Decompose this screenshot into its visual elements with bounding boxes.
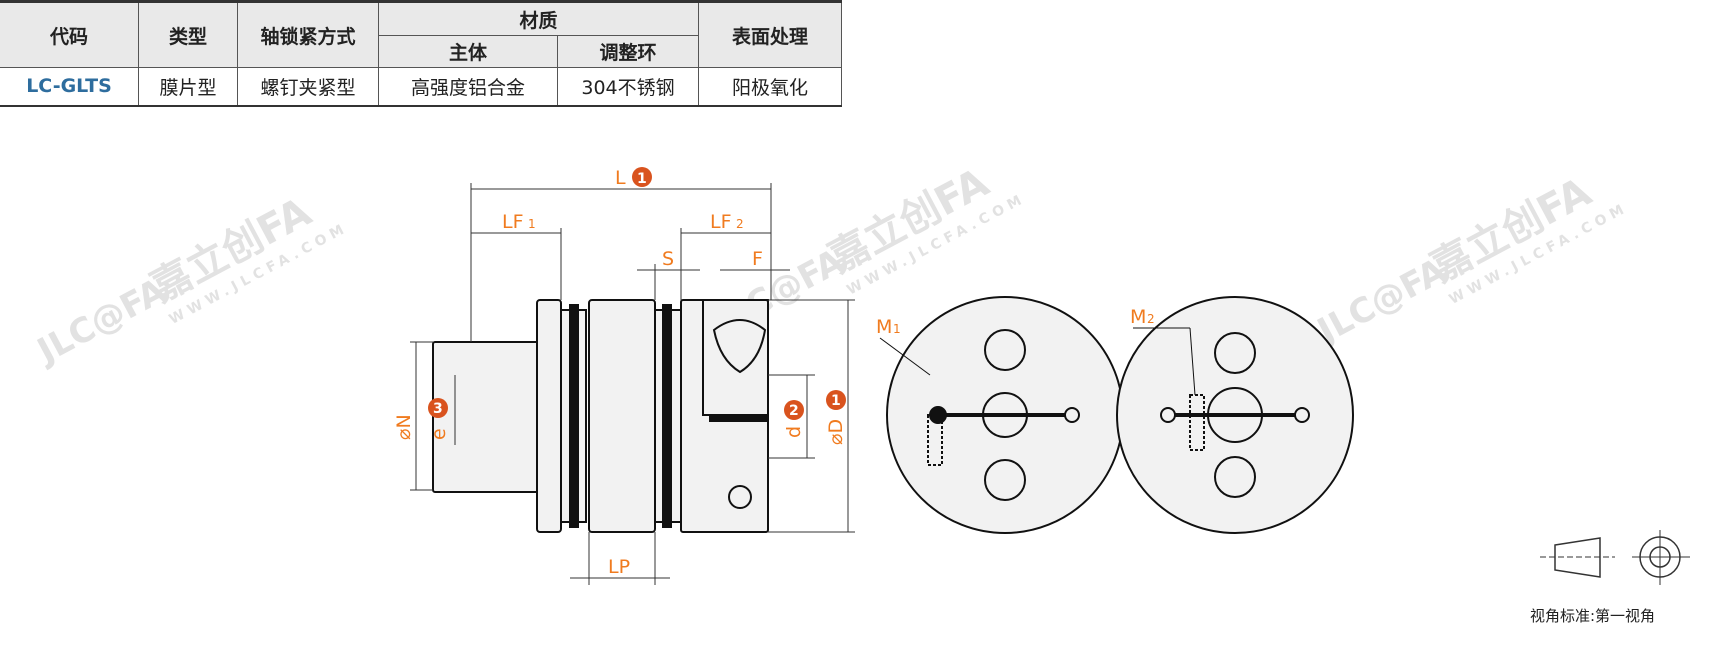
cell-body: 高强度铝合金 [378,67,558,106]
watermark: JLC@FA 嘉立创FA WWW.JLCFA.COM [29,189,351,372]
cell-code: LC-GLTS [0,67,139,106]
header-material: 材质 [378,1,699,36]
svg-text:LP: LP [608,556,630,578]
cell-lock: 螺钉夹紧型 [237,67,379,106]
svg-text:⌀N: ⌀N [393,414,415,440]
svg-text:2: 2 [736,217,744,231]
svg-text:3: 3 [433,401,443,417]
svg-text:F: F [752,248,763,270]
svg-text:M: M [1130,306,1146,328]
label-L: L [615,167,626,189]
watermark: JLC@FA 嘉立创FA WWW.JLCFA.COM [1309,169,1631,352]
svg-text:1: 1 [528,217,536,231]
svg-text:1: 1 [637,171,647,187]
first-angle-projection-icon [1540,530,1690,585]
svg-text:LF: LF [502,211,524,233]
svg-text:1: 1 [831,393,841,409]
header-body: 主体 [378,35,558,68]
badge-1 [632,167,652,187]
header-code: 代码 [0,1,139,68]
header-lock: 轴锁紧方式 [237,1,379,68]
coupling-side-view [432,299,769,533]
svg-text:S: S [662,248,674,270]
svg-text:LF: LF [710,211,732,233]
header-surface: 表面处理 [698,1,842,68]
header-ring: 调整环 [557,35,699,68]
spec-table: 代码 类型 轴锁紧方式 材质 表面处理 主体 调整环 LC-GLTS 膜片型 螺… [0,0,842,107]
projection-caption: 视角标准:第一视角 [1530,607,1656,625]
svg-text:⌀D: ⌀D [825,419,847,445]
end-view-1 [879,296,1124,534]
svg-text:2: 2 [1147,312,1155,326]
svg-text:2: 2 [789,403,799,419]
svg-text:d: d [783,426,805,438]
svg-text:e: e [428,428,450,440]
cell-surface: 阳极氧化 [698,67,842,106]
svg-text:M: M [876,316,892,338]
dimension-lines [410,183,855,585]
header-type: 类型 [138,1,238,68]
end-view-2 [1116,296,1354,534]
cell-type: 膜片型 [138,67,238,106]
svg-text:1: 1 [893,322,901,336]
